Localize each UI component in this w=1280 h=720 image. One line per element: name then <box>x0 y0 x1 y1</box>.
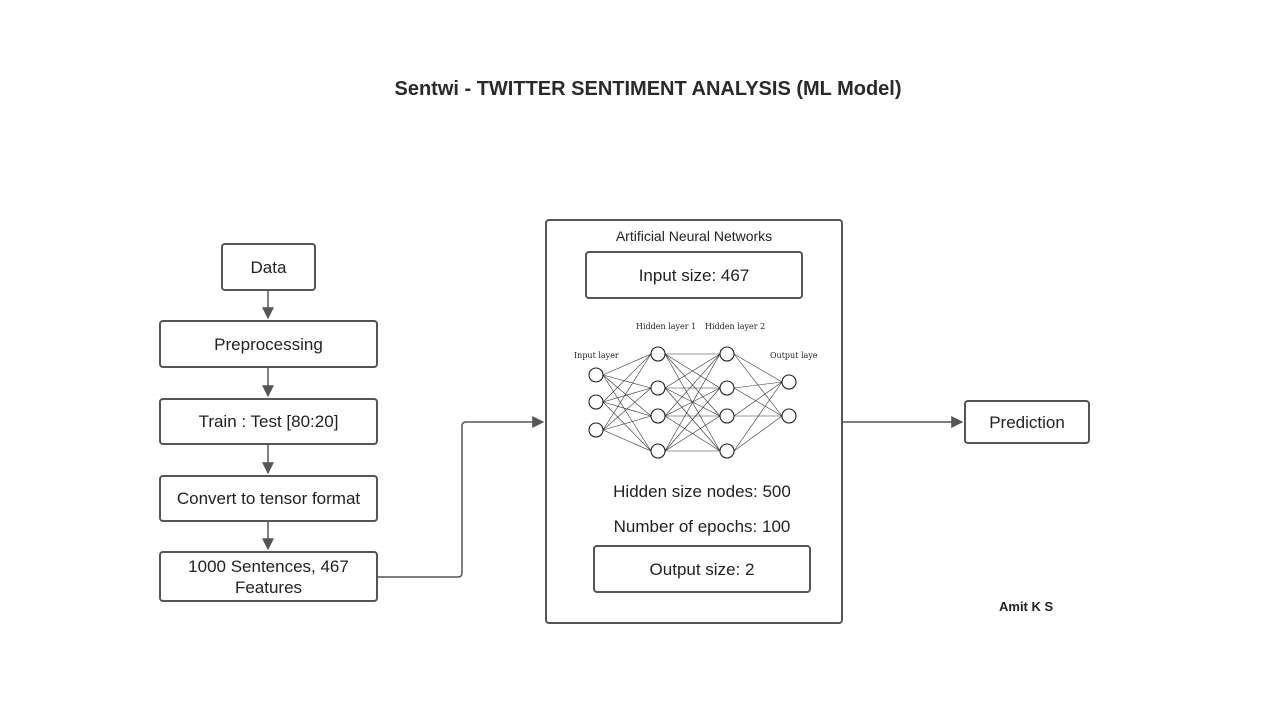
data-box: Data <box>221 243 316 291</box>
output-size-box: Output size: 2 <box>593 545 811 593</box>
hidden-layer-2-label: Hidden layer 2 <box>705 322 765 331</box>
nn-edge-l0-2-1 <box>602 387 652 431</box>
nn-node-l3-0 <box>781 374 797 390</box>
nn-edge-l1-2-0 <box>664 353 721 417</box>
nn-node-l2-0 <box>719 346 735 362</box>
arrow-features-to-ann <box>378 416 545 578</box>
nn-edge-l1-3-2 <box>664 415 721 452</box>
network-nodes <box>588 346 797 459</box>
input-size-box: Input size: 467 <box>585 251 803 299</box>
nn-edge-l1-3-1 <box>664 387 721 452</box>
hidden-size-text: Hidden size nodes: 500 <box>613 482 791 501</box>
ann-title: Artificial Neural Networks <box>615 228 773 244</box>
nn-node-l1-2 <box>650 408 666 424</box>
nn-edge-l2-3-1 <box>733 415 783 452</box>
neural-network-illustration: Input layer Hidden layer 1 Hidden layer … <box>570 317 818 463</box>
nn-node-l1-1 <box>650 380 666 396</box>
nn-node-l3-1 <box>781 408 797 424</box>
nn-edge-l1-3-0 <box>664 353 721 452</box>
prediction-box: Prediction <box>964 400 1090 444</box>
nn-edge-l0-0-3 <box>602 374 652 452</box>
train-test-split-box: Train : Test [80:20] <box>159 398 378 445</box>
nn-edge-l0-1-3 <box>602 401 652 452</box>
network-edges <box>602 353 783 452</box>
author-label: Amit K S <box>999 599 1054 614</box>
nn-node-l2-2 <box>719 408 735 424</box>
nn-edge-l2-1-1 <box>733 387 783 417</box>
nn-edge-l2-3-0 <box>733 381 783 452</box>
nn-edge-l2-2-0 <box>733 381 783 417</box>
epochs-text: Number of epochs: 100 <box>613 517 791 536</box>
nn-node-l2-1 <box>719 380 735 396</box>
nn-node-l0-1 <box>588 394 604 410</box>
output-layer-label: Output layer <box>770 351 818 360</box>
diagram-title: Sentwi - TWITTER SENTIMENT ANALYSIS (ML … <box>394 78 902 100</box>
tensor-conversion-box: Convert to tensor format <box>159 475 378 522</box>
nn-node-l1-3 <box>650 443 666 459</box>
nn-edge-l1-1-0 <box>664 353 721 389</box>
nn-node-l2-3 <box>719 443 735 459</box>
input-layer-label: Input layer <box>574 351 619 360</box>
hidden-layer-1-label: Hidden layer 1 <box>636 322 696 331</box>
nn-edge-l2-1-0 <box>733 381 783 389</box>
nn-edge-l0-1-0 <box>602 353 652 403</box>
nn-node-l0-0 <box>588 367 604 383</box>
nn-node-l0-2 <box>588 422 604 438</box>
dataset-features-box: 1000 Sentences, 467 Features <box>159 551 378 602</box>
nn-edge-l0-0-1 <box>602 374 652 389</box>
nn-edge-l0-2-2 <box>602 415 652 431</box>
nn-edge-l0-1-1 <box>602 387 652 403</box>
nn-edge-l2-0-0 <box>733 353 783 383</box>
nn-edge-l0-2-3 <box>602 429 652 452</box>
nn-edge-l0-0-0 <box>602 353 652 376</box>
preprocessing-box: Preprocessing <box>159 320 378 368</box>
nn-edge-l0-0-2 <box>602 374 652 417</box>
nn-edge-l0-2-0 <box>602 353 652 431</box>
nn-node-l1-0 <box>650 346 666 362</box>
